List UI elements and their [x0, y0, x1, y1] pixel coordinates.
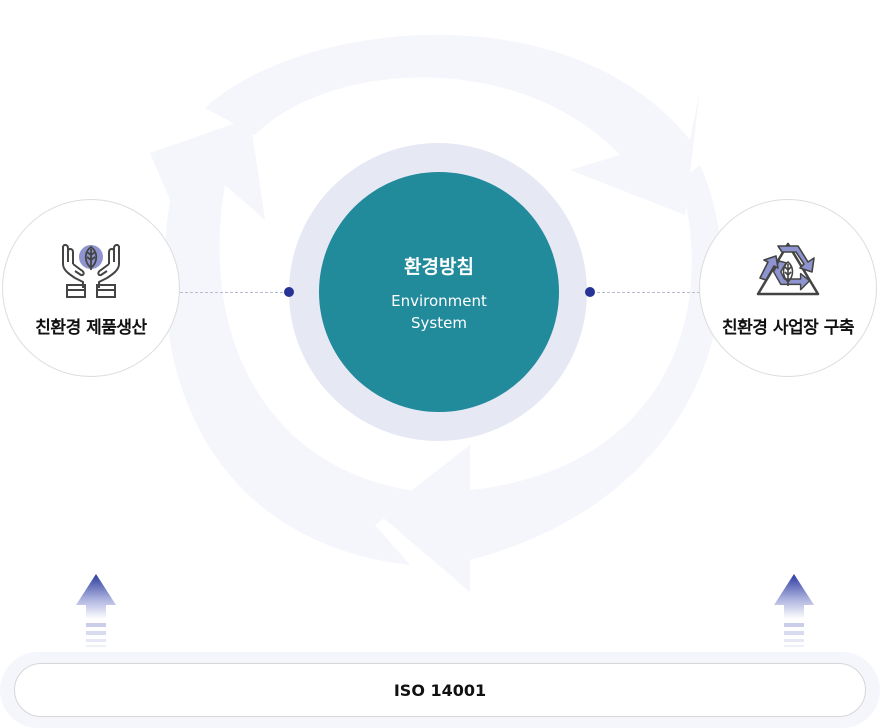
left-connector-dot	[284, 287, 294, 297]
right-connector-dot	[585, 287, 595, 297]
left-up-arrow-icon	[76, 574, 116, 647]
right-connector-line	[592, 292, 700, 293]
right-up-arrow-icon	[774, 574, 814, 647]
iso-label: ISO 14001	[393, 680, 487, 700]
cycle-arrow-right	[380, 165, 722, 592]
node-eco-products: 친환경 제품생산	[2, 199, 180, 377]
node-eco-products-label: 친환경 제품생산	[35, 318, 147, 338]
center-title: 환경방침	[404, 256, 474, 278]
recycle-leaf-icon	[756, 242, 820, 296]
node-eco-workplace-label: 친환경 사업장 구축	[722, 318, 854, 338]
center-subtitle-line1: Environment	[391, 292, 487, 310]
center-subtitle-line2: System	[411, 314, 467, 332]
center-circle: 환경방침 Environment System	[319, 172, 559, 412]
left-connector-line	[180, 292, 288, 293]
node-eco-workplace: 친환경 사업장 구축	[699, 199, 877, 377]
hands-leaf-icon	[62, 243, 120, 298]
cycle-arrow-top	[205, 34, 700, 215]
iso-base-bar: ISO 14001	[14, 663, 866, 717]
cycle-arrow-left	[150, 118, 420, 565]
center-subtitle: Environment System	[319, 290, 559, 334]
